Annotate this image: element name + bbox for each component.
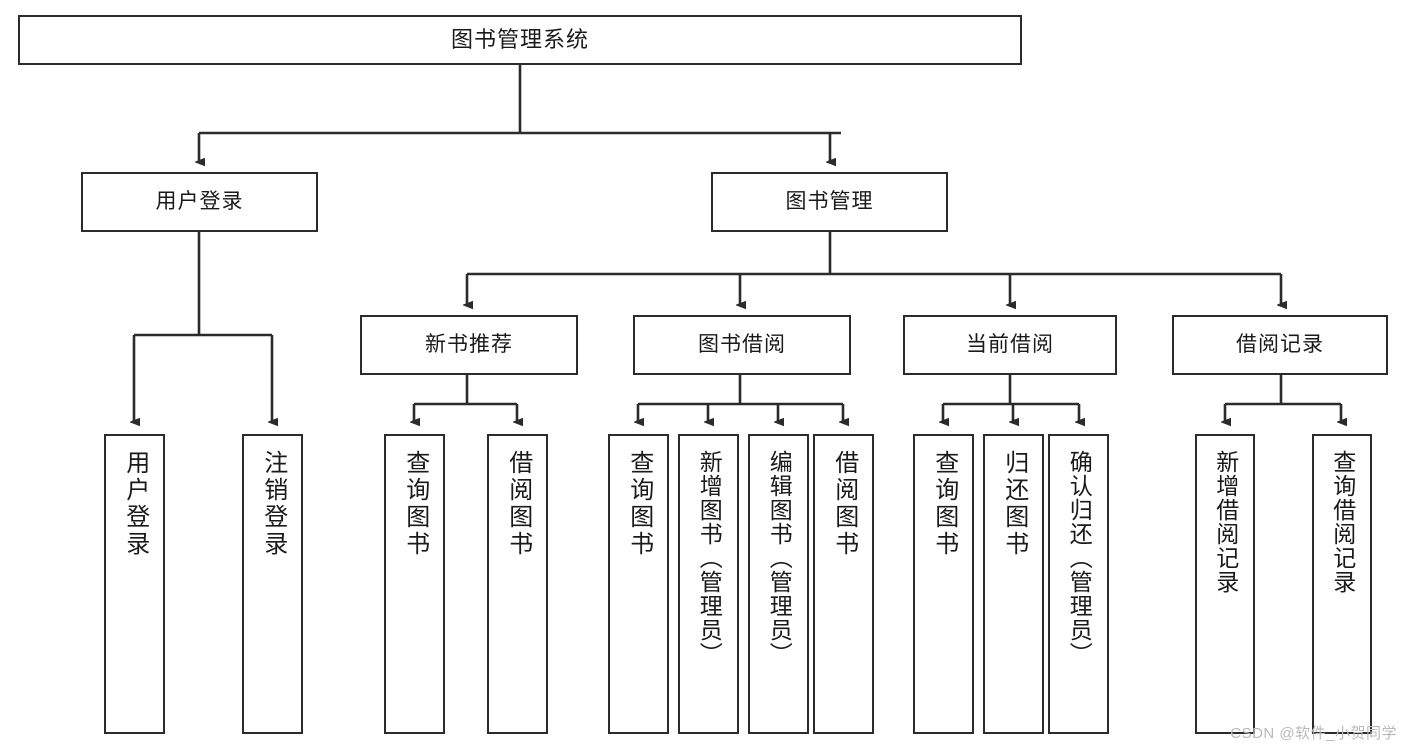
node-label: 图书管理系统 xyxy=(450,26,589,52)
leaf-add-book-admin[interactable]: 新增图书（管理员） xyxy=(678,434,739,734)
leaf-search-book-borrow[interactable]: 查询图书 xyxy=(608,434,669,734)
leaf-user-login[interactable]: 用户登录 xyxy=(104,434,165,734)
node-label: 当前借阅 xyxy=(966,333,1054,357)
node-label: 用户登录 xyxy=(121,450,149,558)
node-label: 借阅记录 xyxy=(1236,333,1324,357)
node-label: 归还图书 xyxy=(1000,450,1028,558)
node-current-borrow[interactable]: 当前借阅 xyxy=(903,315,1117,375)
node-label: 新书推荐 xyxy=(425,333,513,357)
node-book-management[interactable]: 图书管理 xyxy=(711,172,948,232)
node-label: 查询图书 xyxy=(930,450,958,558)
leaf-search-borrow-record[interactable]: 查询借阅记录 xyxy=(1312,434,1372,734)
node-label: 查询图书 xyxy=(401,450,429,558)
node-label: 借阅图书 xyxy=(504,450,532,558)
leaf-add-borrow-record[interactable]: 新增借阅记录 xyxy=(1195,434,1255,734)
node-root-book-management-system[interactable]: 图书管理系统 xyxy=(18,15,1022,65)
leaf-search-book-new[interactable]: 查询图书 xyxy=(384,434,445,734)
node-label: 用户登录 xyxy=(155,190,244,214)
node-borrow-record[interactable]: 借阅记录 xyxy=(1172,315,1388,375)
leaf-return-book[interactable]: 归还图书 xyxy=(983,434,1044,734)
leaf-borrow-book-new[interactable]: 借阅图书 xyxy=(487,434,548,734)
leaf-edit-book-admin[interactable]: 编辑图书（管理员） xyxy=(748,434,809,734)
node-label: 新增借阅记录 xyxy=(1212,450,1239,594)
node-book-borrow[interactable]: 图书借阅 xyxy=(633,315,851,375)
node-label: 确认归还（管理员） xyxy=(1066,450,1093,666)
node-label: 图书管理 xyxy=(785,190,874,214)
node-label: 查询图书 xyxy=(625,450,653,558)
node-label: 注销登录 xyxy=(259,450,287,558)
leaf-borrow-book[interactable]: 借阅图书 xyxy=(813,434,874,734)
node-label: 编辑图书（管理员） xyxy=(766,450,793,666)
leaf-logout[interactable]: 注销登录 xyxy=(242,434,303,734)
node-new-book-recommend[interactable]: 新书推荐 xyxy=(360,315,578,375)
node-user-login[interactable]: 用户登录 xyxy=(81,172,318,232)
leaf-confirm-return-admin[interactable]: 确认归还（管理员） xyxy=(1048,434,1109,734)
leaf-search-book-current[interactable]: 查询图书 xyxy=(913,434,974,734)
node-label: 新增图书（管理员） xyxy=(696,450,723,666)
node-label: 查询借阅记录 xyxy=(1329,450,1356,594)
node-label: 图书借阅 xyxy=(698,333,786,357)
node-label: 借阅图书 xyxy=(830,450,858,558)
